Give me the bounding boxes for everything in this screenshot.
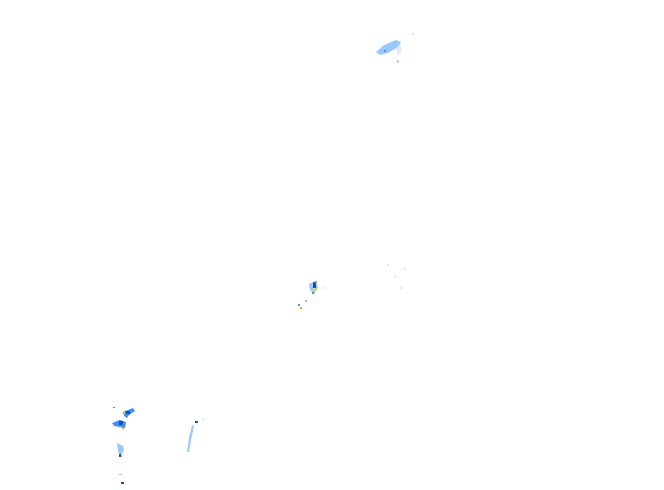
echo-north-core [384, 50, 386, 52]
echo-s-dot [195, 421, 198, 423]
echo-center-cell [312, 292, 314, 294]
echo-sw-dot [113, 407, 115, 408]
echo-cluster-south [187, 418, 204, 452]
echo-north-dot [412, 33, 414, 35]
echo-cluster-east [387, 264, 406, 289]
echo-east-dot [404, 268, 406, 270]
echo-center-dot [300, 307, 302, 309]
echo-cluster-north [376, 33, 414, 63]
echo-east-dot [387, 264, 389, 266]
echo-sw-core [119, 421, 123, 425]
echo-cluster-southwest [112, 407, 135, 484]
echo-cluster-center [298, 281, 326, 309]
echo-center-cell [315, 281, 317, 283]
echo-center-dot [324, 287, 326, 289]
echo-east-dot [394, 276, 396, 278]
echo-center-dot [298, 304, 300, 306]
echo-center-core [313, 282, 316, 288]
echo-sw-dot [121, 482, 124, 484]
echo-s-band [187, 425, 194, 452]
echo-sw-core [119, 454, 121, 457]
echo-sw-lower [117, 443, 124, 456]
echo-north-trail [396, 44, 402, 56]
echo-center-dot [305, 300, 307, 302]
echo-north-main [376, 40, 401, 55]
echo-sw-cell [124, 412, 126, 414]
echo-sw-dot [119, 474, 122, 475]
echo-sw-cell [122, 427, 124, 429]
echo-center-cell [313, 288, 315, 291]
echo-east-dot [400, 287, 402, 289]
echo-sw-core [125, 411, 130, 414]
echo-s-dot [202, 418, 204, 420]
echo-north-dot [397, 60, 399, 63]
echo-sw-cell [121, 455, 123, 457]
